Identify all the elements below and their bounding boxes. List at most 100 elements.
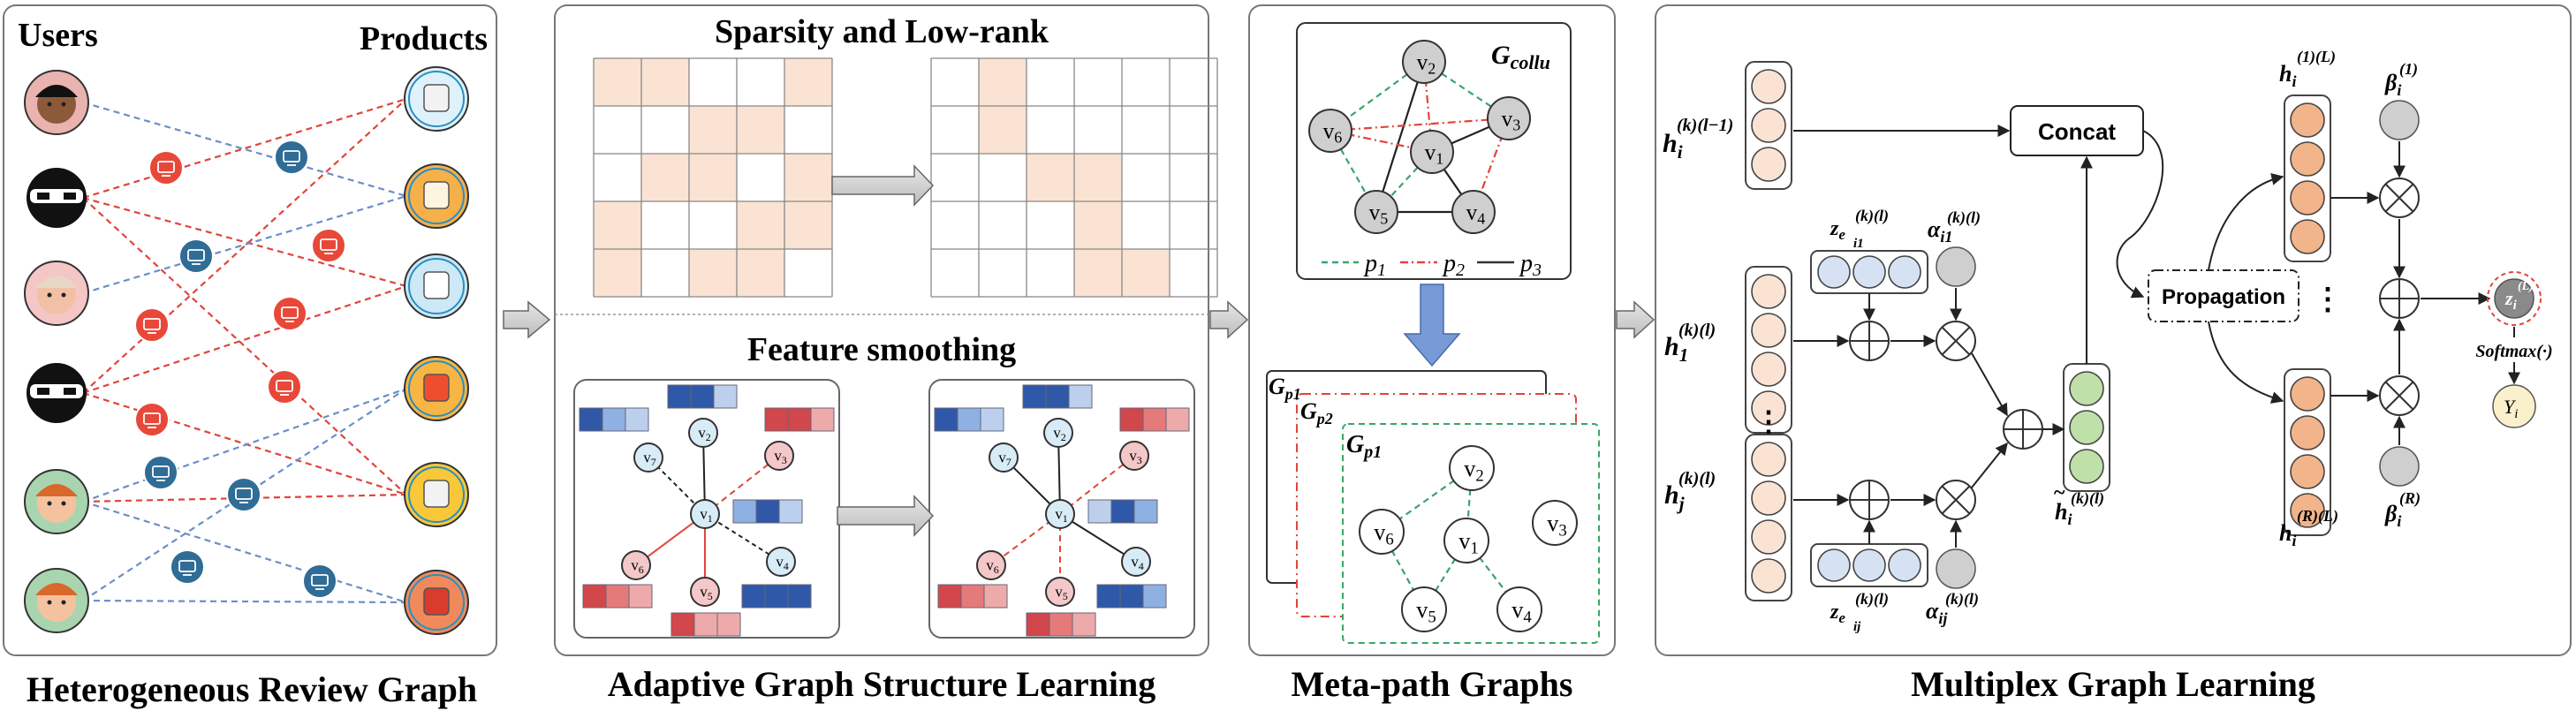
h-1L-column-unit [2290,102,2325,138]
user-eye [61,102,66,107]
h-1L-column-unit [2290,180,2325,216]
user-eye [47,501,52,506]
smoothing-node-v7 [989,442,1019,473]
ze-i1-row-unit [1888,255,1921,289]
review-icon [178,238,214,274]
metapath-caption: Meta-path Graphs [1292,664,1573,704]
user-avatar-icon [24,261,89,326]
feature-cell [957,407,981,432]
oplus-final [2379,278,2420,319]
matrix-cell-filled [737,106,784,154]
ze-ij-row [1810,543,1928,587]
h-prev-column [1745,61,1792,190]
ze-ij-row-unit [1852,548,1886,582]
sparsity-title: Sparsity and Low-rank [715,13,1049,50]
h1-column-unit [1751,352,1786,387]
smoothing-node-v5 [690,577,720,607]
vertical-ellipsis: ⋮ [1754,405,1783,437]
h-1L-column-unit [2290,219,2325,254]
review-icon-circle [272,296,307,331]
product-icon [404,462,469,527]
feature-cell [671,612,695,637]
feature-cell [755,499,780,524]
z-node-ring [2487,271,2542,326]
feature-cell [960,584,985,609]
product-glyph [423,181,450,209]
product-glyph [423,480,450,508]
label-h-RL-sup: (R)(L) [2297,507,2338,526]
label-h-prev-sup: (k)(l−1) [1677,116,1733,135]
matrix-cell-filled [784,154,832,201]
label-ze-i1-sub2: i1 [1853,237,1864,251]
user-eye [47,600,52,605]
label-beta-1-sup: (1) [2399,60,2418,79]
h-RL-column-unit [2290,454,2325,489]
feature-vector [764,407,835,432]
review-red-edge [82,97,407,200]
smoothing-node-v4 [1121,547,1151,577]
feature-cell [1049,612,1073,637]
feature-cell [582,584,607,609]
feature-cell [1096,584,1121,609]
review-blue-edge [82,500,407,604]
feature-cell [1133,499,1158,524]
feature-cell [602,407,626,432]
smoothing-node-v4 [766,547,796,577]
h1-column [1745,266,1792,434]
review-icon-glyph [152,465,170,478]
ze-i1-row-unit [1852,255,1886,289]
h1-column-unit [1751,390,1786,426]
feature-cell [764,407,789,432]
front-edge [1381,467,1473,533]
feature-vector [582,584,653,609]
smoothing-title: Feature smoothing [747,331,1016,368]
product-icon [404,570,469,635]
ze-ij-row-unit [1817,548,1851,582]
label-alpha-ij-sup: (k)(l) [1945,590,1979,609]
feature-vector [1119,407,1190,432]
review-icon-glyph [281,306,299,319]
oplus-j [1849,480,1890,520]
matrix-after [930,57,1218,298]
matrix-cell-filled [594,249,641,297]
label-h-1L-sup: (1)(L) [2297,48,2336,66]
user-eye [61,501,66,506]
stack-label-mid: Gp2 [1300,398,1333,427]
matrix-before [593,57,833,298]
feature-cell [787,584,812,609]
h-prev-column-unit [1751,147,1786,182]
z-node [2494,278,2534,319]
h-RL-column [2284,368,2331,536]
label-alpha-i1-sup: (k)(l) [1947,208,1981,227]
user-hair [35,276,78,288]
front-node-v4 [1496,586,1542,632]
collu-node-v5 [1354,190,1398,234]
product-icon-ring [408,360,465,417]
feature-vector [741,584,812,609]
smoothing-node-v6 [621,550,651,580]
review-icon [272,296,307,331]
review-icon [267,369,302,405]
matrix-cell-filled [641,154,689,201]
edge-prop-h1L [2208,172,2284,271]
otimes-beta-1-b [2385,184,2413,212]
user-hair [35,583,78,595]
collu-node-v4 [1451,190,1496,234]
panel-multiplex: Multiplex Graph Learning hi(k)(l−1)Conca… [1655,4,2572,704]
user-hair [35,484,78,496]
feature-vector [1026,612,1096,637]
matrix-cell-filled [689,154,737,201]
otimes-beta-R-b [2385,382,2413,410]
h-tilde-column-unit [2069,410,2104,445]
product-icon [404,66,469,132]
matrix-cell-filled [979,106,1027,154]
review-icon-glyph [235,488,253,500]
h-1L-column-unit [2290,141,2325,177]
matrix-cell-filled [641,58,689,106]
review-icon [302,563,337,599]
review-icon-circle [274,140,309,175]
concat-label: Concat [2038,118,2116,145]
review-icon-circle [170,549,205,585]
matrix-cell-filled [1074,249,1122,297]
feature-cell [579,407,603,432]
